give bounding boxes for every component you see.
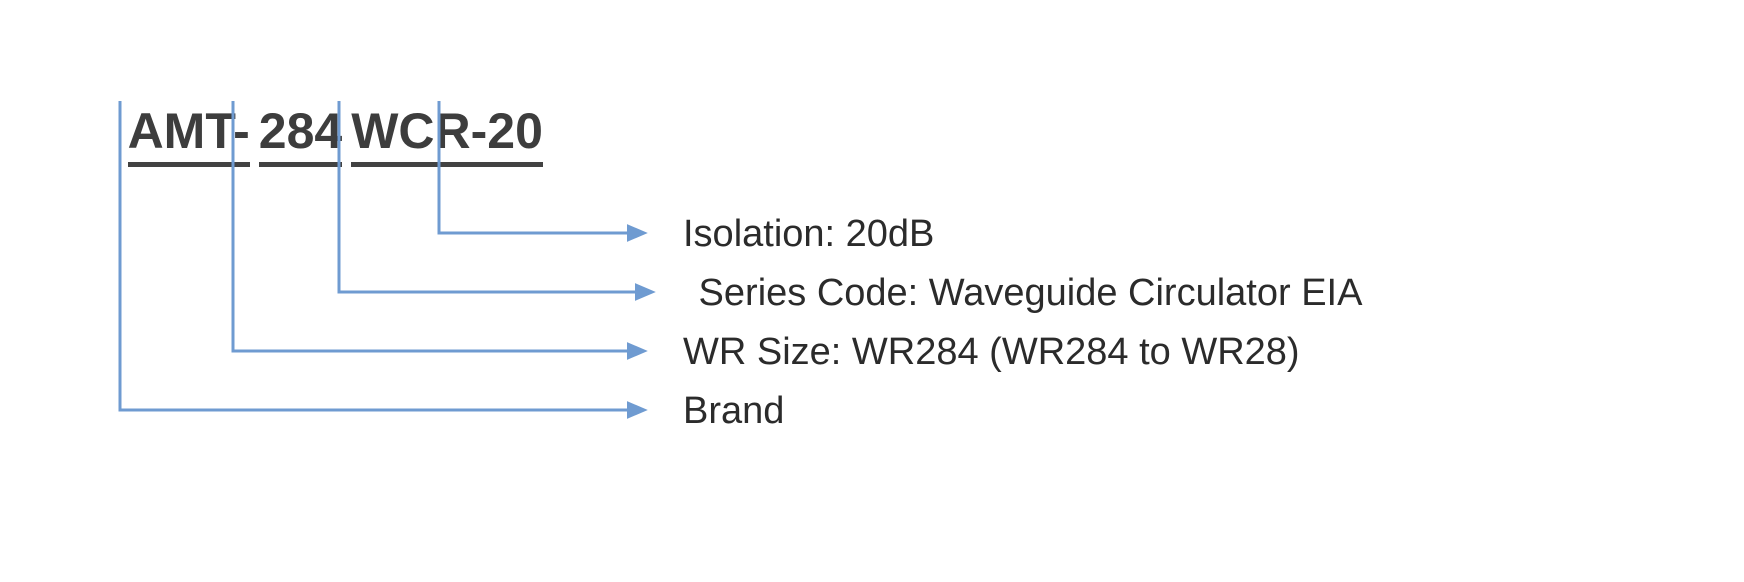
connector-brand [118,101,648,419]
part-segment-brand: AMT- [127,102,250,167]
connector-series [337,101,656,301]
part-segment-isolation: -20 [470,102,543,167]
callout-label-series: Series Code: Waveguide Circulator EIA [688,272,1363,314]
connector-isolation [437,101,648,242]
connector-wr-size [231,101,648,360]
part-segment-series-code: WCR [351,102,471,167]
callout-label-wr-size: WR Size: WR284 (WR284 to WR28) [683,331,1300,373]
callout-label-brand: Brand [683,390,785,432]
part-segment-wr-size: 284 [258,102,343,167]
callout-label-isolation: Isolation: 20dB [683,213,935,255]
